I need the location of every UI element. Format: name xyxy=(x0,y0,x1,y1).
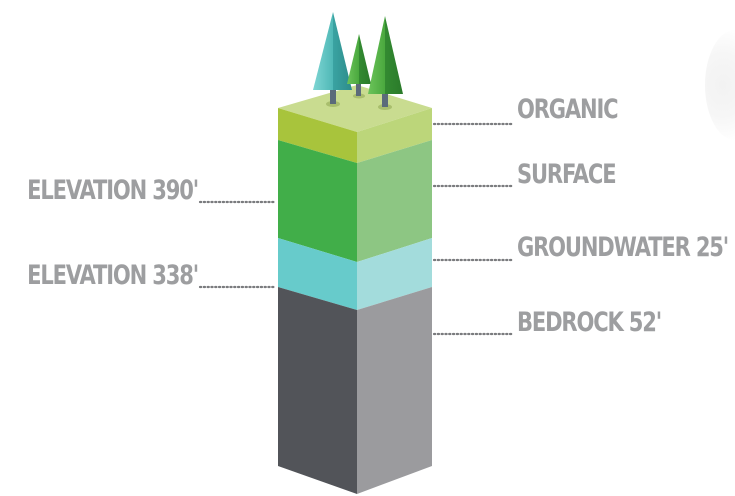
tall-teal-tree-icon xyxy=(313,12,352,107)
bedrock-label: BEDROCK 52' xyxy=(517,307,662,338)
organic-front-face xyxy=(278,108,357,163)
elevation-lower-label: ELEVATION 338' xyxy=(27,260,199,291)
bedrock-side-face xyxy=(357,287,432,494)
bedrock-front-face xyxy=(278,287,357,494)
organic-label: ORGANIC xyxy=(517,94,619,125)
groundwater-front-face xyxy=(278,238,357,310)
elevation-upper-label: ELEVATION 390' xyxy=(27,175,199,206)
surface-side-face xyxy=(357,140,432,262)
groundwater-label: GROUNDWATER 25' xyxy=(517,232,729,263)
organic-side-face xyxy=(357,108,432,163)
surface-label: SURFACE xyxy=(517,159,617,190)
small-green-tree-icon xyxy=(347,34,371,99)
surface-front-face xyxy=(278,140,357,262)
large-green-tree-icon xyxy=(368,16,403,110)
groundwater-side-face xyxy=(357,238,432,310)
organic-top-face xyxy=(278,85,432,132)
